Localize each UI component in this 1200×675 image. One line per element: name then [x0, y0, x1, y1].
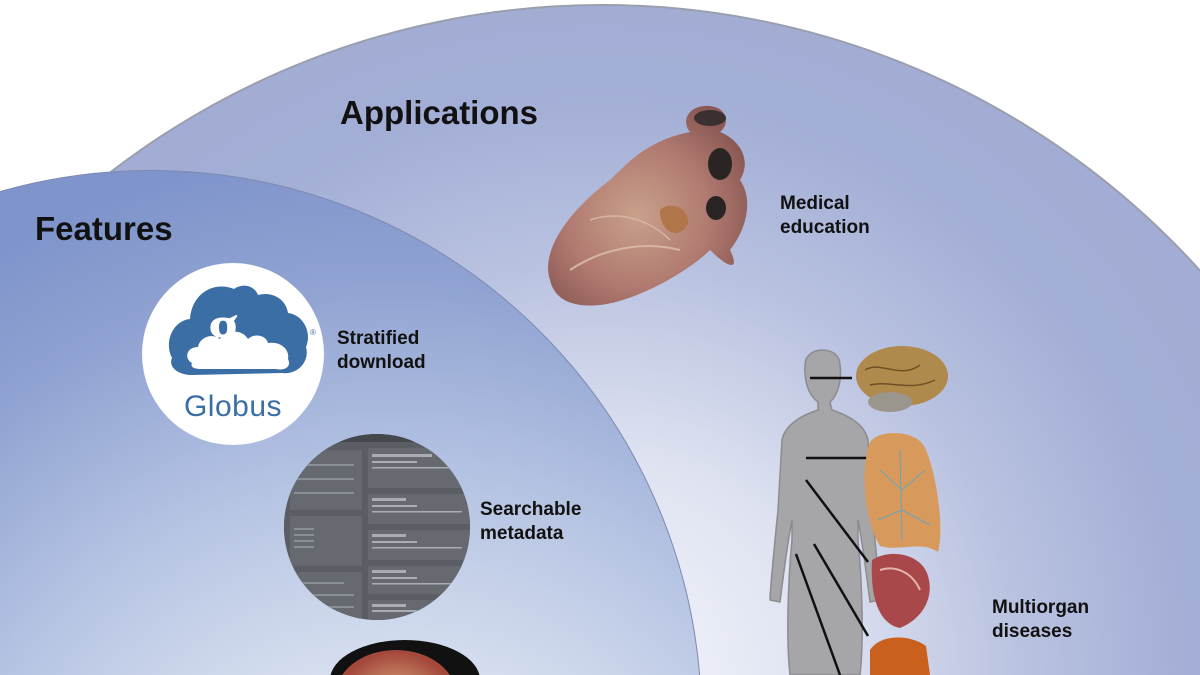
application-label-line1: Medical — [780, 193, 850, 214]
globus-wordmark: Globus — [183, 390, 283, 423]
globus-logo-icon: g ® Globus — [142, 263, 324, 445]
applications-title: Applications — [340, 94, 539, 131]
svg-text:®: ® — [310, 328, 316, 337]
application-label-line2: diseases — [992, 620, 1073, 642]
feature-label-stratified-download: Stratified download — [337, 327, 426, 375]
body-organs-image — [769, 346, 948, 675]
application-label-multiorgan-diseases: Multiorgan diseases — [992, 596, 1089, 644]
feature-label-line1: Stratified — [337, 328, 420, 349]
svg-text:g: g — [208, 293, 239, 361]
application-label-line1: Multiorgan — [992, 597, 1090, 618]
search-portal-screenshot — [284, 434, 470, 620]
application-label-line2: education — [780, 216, 870, 238]
heart-specimen-image — [548, 105, 748, 306]
application-label-medical-education: Medical education — [780, 192, 870, 240]
feature-label-line2: download — [337, 351, 426, 373]
feature-label-line2: metadata — [480, 522, 564, 544]
feature-label-line1: Searchable — [480, 499, 582, 520]
features-title: Features — [35, 210, 173, 247]
feature-label-searchable-metadata: Searchable metadata — [480, 498, 581, 546]
